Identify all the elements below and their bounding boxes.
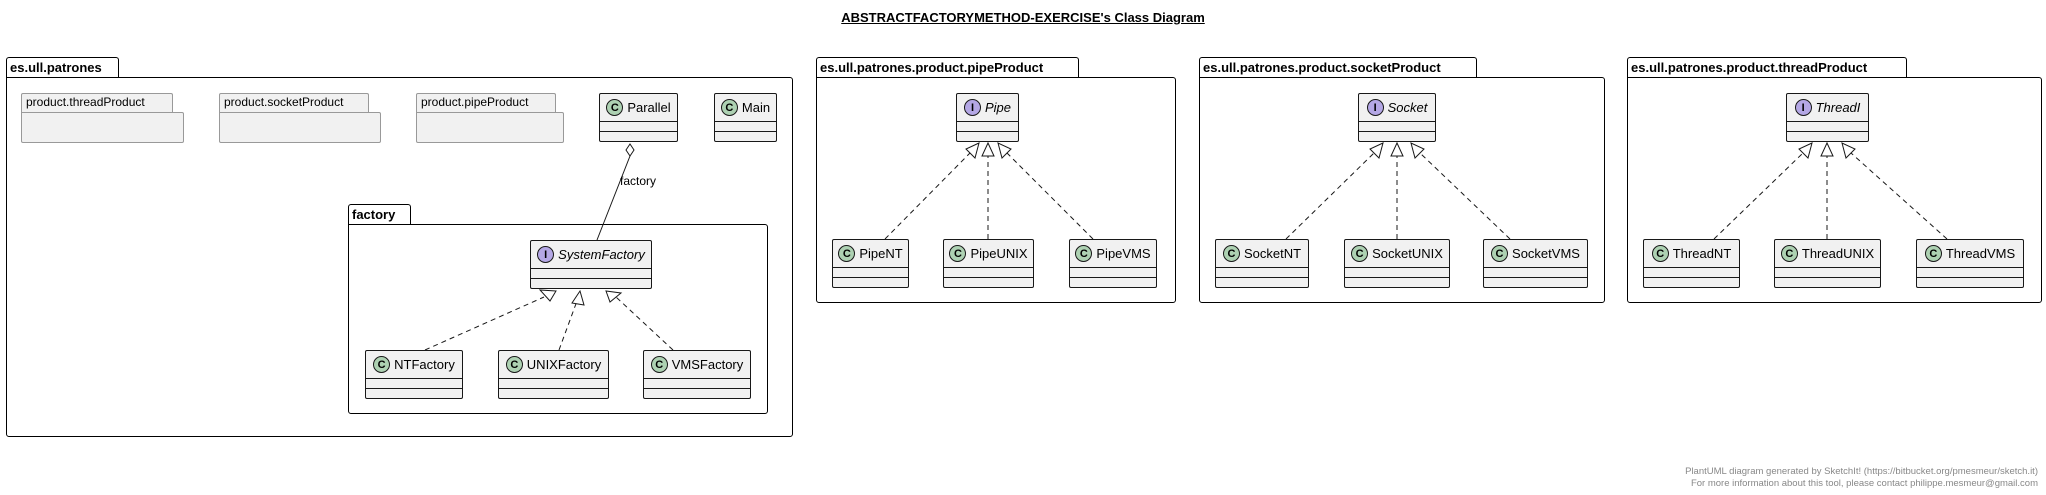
class-badge-icon: C	[1491, 245, 1509, 262]
subpackage-thread	[21, 112, 184, 143]
subpackage-socket	[219, 112, 381, 143]
diagram-title: ABSTRACTFACTORYMETHOD-EXERCISE's Class D…	[841, 10, 1205, 25]
class-name: VMSFactory	[671, 357, 744, 372]
realization-edge	[1713, 152, 1804, 240]
subpackage-tab-socket: product.socketProduct	[219, 93, 369, 113]
class-name: Pipe	[984, 100, 1012, 115]
realization-arrowhead	[965, 142, 980, 159]
class-badge-icon: C	[1780, 245, 1798, 262]
class-badge-icon: C	[1651, 245, 1669, 262]
realization-arrowhead	[538, 289, 557, 302]
class-badge-icon: C	[1222, 245, 1240, 262]
class-name: Main	[741, 100, 771, 115]
realization-arrowhead	[1841, 142, 1856, 159]
package-tab-factory: factory	[348, 204, 411, 225]
class-badge-icon: C	[1924, 245, 1942, 262]
edge-label-factory: factory	[620, 174, 657, 188]
realization-edge	[1850, 152, 1948, 240]
aggregation-line	[596, 155, 631, 241]
class-badge-icon: C	[1075, 245, 1093, 262]
class-name: SocketNT	[1243, 246, 1302, 261]
class-name: ThreadNT	[1672, 246, 1732, 261]
realization-arrowhead	[997, 142, 1012, 159]
realization-arrowhead	[571, 289, 585, 306]
class-name: SystemFactory	[558, 247, 645, 262]
class-name: SocketVMS	[1512, 246, 1580, 261]
realization-arrowhead	[1369, 142, 1384, 159]
footer-line: PlantUML diagram generated by SketchIt! …	[1685, 466, 2038, 477]
realization-edge	[424, 296, 545, 351]
footer-line: For more information about this tool, pl…	[1690, 478, 2038, 489]
class-name: SocketUNIX	[1372, 246, 1443, 261]
class-badge-icon: C	[1351, 245, 1369, 262]
class-badge-icon: C	[949, 245, 967, 262]
package-tab-pipe: es.ull.patrones.product.pipeProduct	[816, 57, 1079, 78]
class-name: PipeNT	[859, 246, 903, 261]
realization-edge	[1285, 152, 1375, 240]
interface-badge-icon: I	[1794, 99, 1812, 116]
interface-badge-icon: I	[537, 246, 555, 263]
realization-edge	[615, 296, 674, 351]
realization-arrowhead	[1410, 142, 1425, 159]
class-badge-icon: C	[505, 356, 523, 373]
class-badge-icon: C	[720, 99, 738, 116]
realization-arrowhead	[981, 141, 995, 157]
package-tab-thread: es.ull.patrones.product.threadProduct	[1627, 57, 1907, 78]
realization-edge	[1419, 152, 1511, 240]
realization-arrowhead	[1390, 141, 1404, 157]
subpackage-pipe	[416, 112, 564, 143]
class-name: Socket	[1387, 100, 1428, 115]
footer: PlantUML diagram generated by SketchIt! …	[1685, 466, 2038, 490]
realization-edge	[884, 152, 971, 240]
realization-arrowhead	[605, 290, 623, 303]
realization-arrowhead	[1798, 142, 1813, 159]
class-badge-icon: C	[373, 356, 391, 373]
class-badge-icon: C	[838, 245, 856, 262]
class-name: ThreadVMS	[1945, 246, 2016, 261]
aggregation-edge	[625, 143, 635, 157]
class-name: UNIXFactory	[526, 357, 602, 372]
package-tab-main: es.ull.patrones	[6, 57, 119, 78]
class-name: Parallel	[627, 100, 671, 115]
interface-badge-icon: I	[963, 99, 981, 116]
class-name: ThreadI	[1815, 100, 1861, 115]
class-name: NTFactory	[394, 357, 455, 372]
subpackage-tab-thread: product.threadProduct	[21, 93, 173, 113]
class-badge-icon: C	[606, 99, 624, 116]
realization-arrowhead	[1820, 141, 1834, 157]
realization-edge	[1006, 152, 1094, 240]
interface-badge-icon: I	[1366, 99, 1384, 116]
class-badge-icon: C	[650, 356, 668, 373]
subpackage-tab-pipe: product.pipeProduct	[416, 93, 556, 113]
class-name: PipeVMS	[1096, 246, 1151, 261]
class-name: ThreadUNIX	[1801, 246, 1875, 261]
package-tab-socket: es.ull.patrones.product.socketProduct	[1199, 57, 1477, 78]
realization-edge	[558, 300, 578, 351]
class-name: PipeUNIX	[970, 246, 1028, 261]
